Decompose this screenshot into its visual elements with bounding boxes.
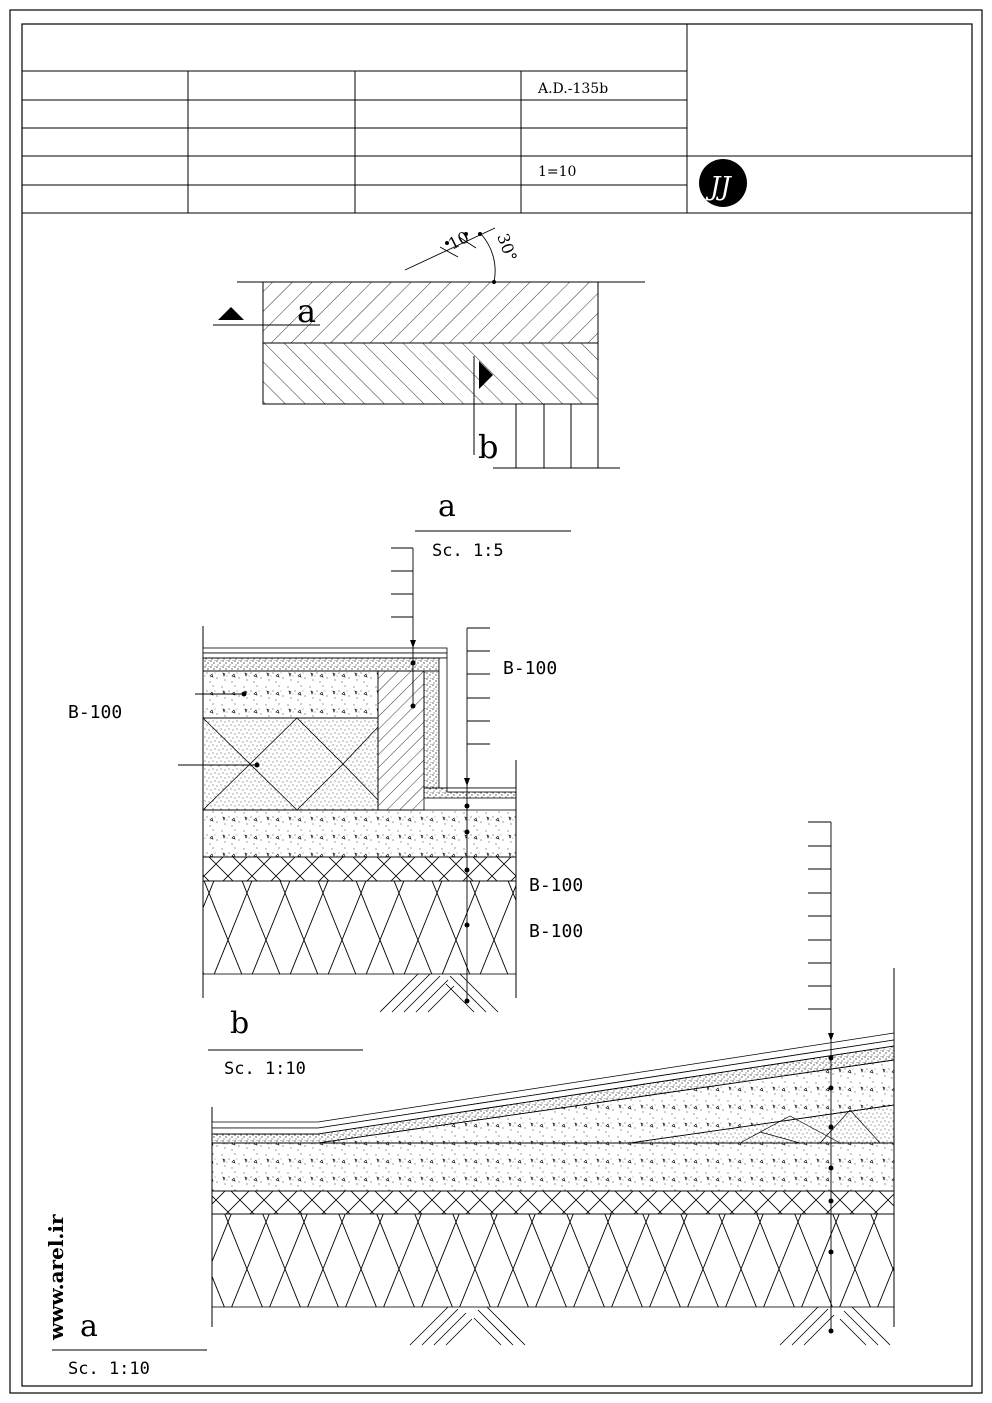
detail-a-upper-scale: Sc. 1:5 [432, 541, 504, 561]
detail-b-scale: Sc. 1:10 [224, 1059, 306, 1079]
detail-a-lower-section [211, 821, 895, 1346]
section-b-marker-icon [479, 361, 493, 389]
plan-label-b: b [478, 428, 498, 466]
detail-a-lower-title: a [80, 1309, 98, 1344]
detail-a-lower-scale: Sc. 1:10 [68, 1359, 150, 1379]
detail-a-upper-title: a [438, 489, 456, 524]
label-b100-3: B-100 [529, 875, 583, 896]
drawing-code: A.D.-135b [537, 81, 608, 97]
scale-value: 1=10 [538, 164, 576, 180]
inner-border [21, 23, 973, 1387]
logo-text: JJ [705, 172, 732, 202]
plan-view: a b 10 30° [213, 227, 645, 469]
detail-b-title: b [230, 1006, 249, 1041]
detail-b-section: B-100 B-100 B-100 B-100 [68, 547, 583, 1013]
plan-label-a: a [297, 292, 316, 330]
title-block [22, 24, 972, 214]
label-b100-1: B-100 [68, 702, 122, 723]
label-b100-4: B-100 [529, 921, 583, 942]
label-b100-2: B-100 [503, 658, 557, 679]
plan-angle: 30° [493, 231, 521, 264]
outer-border [9, 9, 983, 1394]
section-a-marker-icon [218, 307, 244, 320]
watermark-url[interactable]: www.arel.ir [44, 1214, 68, 1341]
logo: JJ [699, 159, 747, 207]
